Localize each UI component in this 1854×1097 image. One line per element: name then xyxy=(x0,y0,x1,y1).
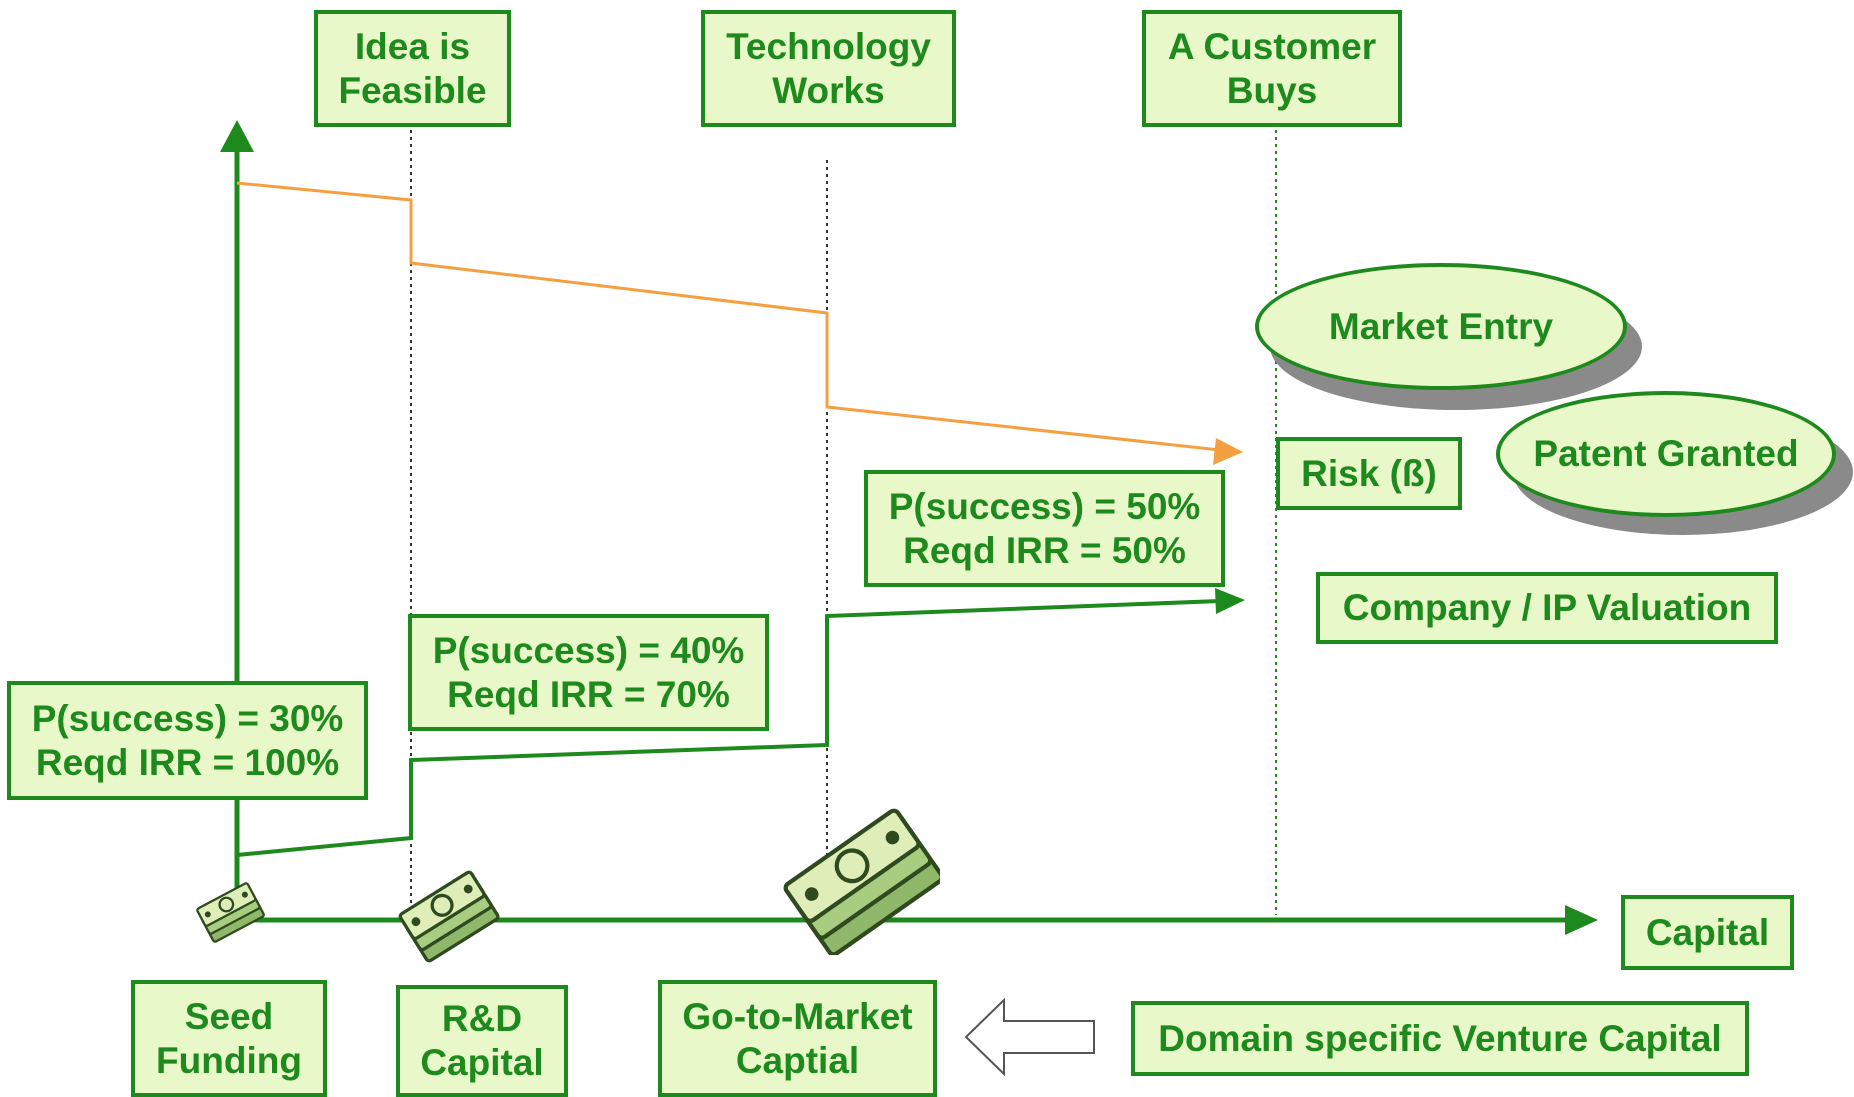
risk-line-arrowhead xyxy=(1213,438,1243,465)
patent-granted-ellipse: Patent Granted xyxy=(1496,391,1836,517)
funding-rnd-line2: Capital xyxy=(420,1042,544,1083)
milestone-customer-buys: A Customer Buys xyxy=(1142,10,1402,127)
stage-gtm-probability: P(success) = 50% Reqd IRR = 50% xyxy=(864,470,1225,587)
valuation-box: Company / IP Valuation xyxy=(1316,572,1778,644)
milestone-technology-line2: Works xyxy=(772,69,885,111)
funding-seed-box: Seed Funding xyxy=(131,980,327,1097)
milestone-customer-line2: Buys xyxy=(1226,69,1318,111)
stage-rnd-irr: Reqd IRR = 70% xyxy=(447,673,730,715)
risk-box: Risk (ß) xyxy=(1276,437,1462,510)
money-stack-icon xyxy=(398,870,500,963)
market-entry-ellipse: Market Entry xyxy=(1255,263,1627,390)
market-entry-label: Market Entry xyxy=(1328,305,1554,347)
valuation-label: Company / IP Valuation xyxy=(1342,587,1752,628)
valuation-line-arrowhead xyxy=(1215,588,1245,614)
money-stack-icon xyxy=(196,882,265,943)
funding-rnd-line1: R&D xyxy=(441,998,523,1039)
milestone-technology-works: Technology Works xyxy=(701,10,956,127)
valuation-line xyxy=(236,599,1221,857)
vertical-axis-arrowhead xyxy=(220,120,254,152)
venture-capital-box: Domain specific Venture Capital xyxy=(1131,1001,1749,1076)
money-stack-icon xyxy=(783,808,940,955)
capital-label: Capital xyxy=(1645,911,1770,953)
patent-granted-label: Patent Granted xyxy=(1533,433,1799,474)
left-arrow-icon xyxy=(964,997,1095,1077)
funding-seed-line1: Seed xyxy=(184,995,274,1037)
stage-rnd-probability: P(success) = 40% Reqd IRR = 70% xyxy=(408,614,769,731)
risk-line xyxy=(236,181,1221,452)
milestone-technology-line1: Technology xyxy=(726,25,931,67)
funding-gtm-box: Go-to-Market Captial xyxy=(658,980,937,1097)
milestone-idea-feasible: Idea is Feasible xyxy=(314,10,511,127)
capital-axis-arrowhead xyxy=(1565,905,1598,935)
funding-rnd-box: R&D Capital xyxy=(396,985,568,1097)
stage-seed-p-success: P(success) = 30% xyxy=(31,697,344,739)
funding-gtm-line1: Go-to-Market xyxy=(682,995,913,1037)
stage-gtm-irr: Reqd IRR = 50% xyxy=(903,529,1186,571)
risk-label: Risk (ß) xyxy=(1301,452,1437,494)
funding-gtm-line2: Captial xyxy=(735,1039,860,1081)
funding-seed-line2: Funding xyxy=(156,1039,302,1081)
milestone-idea-line2: Feasible xyxy=(338,69,487,111)
milestone-customer-line1: A Customer xyxy=(1167,25,1377,67)
milestone-idea-line1: Idea is xyxy=(354,25,471,67)
capital-box: Capital xyxy=(1621,895,1794,970)
stage-seed-probability: P(success) = 30% Reqd IRR = 100% xyxy=(7,681,368,800)
stage-gtm-p-success: P(success) = 50% xyxy=(888,485,1201,527)
stage-rnd-p-success: P(success) = 40% xyxy=(432,629,745,671)
venture-capital-label: Domain specific Venture Capital xyxy=(1158,1017,1722,1059)
stage-seed-irr: Reqd IRR = 100% xyxy=(35,741,340,783)
